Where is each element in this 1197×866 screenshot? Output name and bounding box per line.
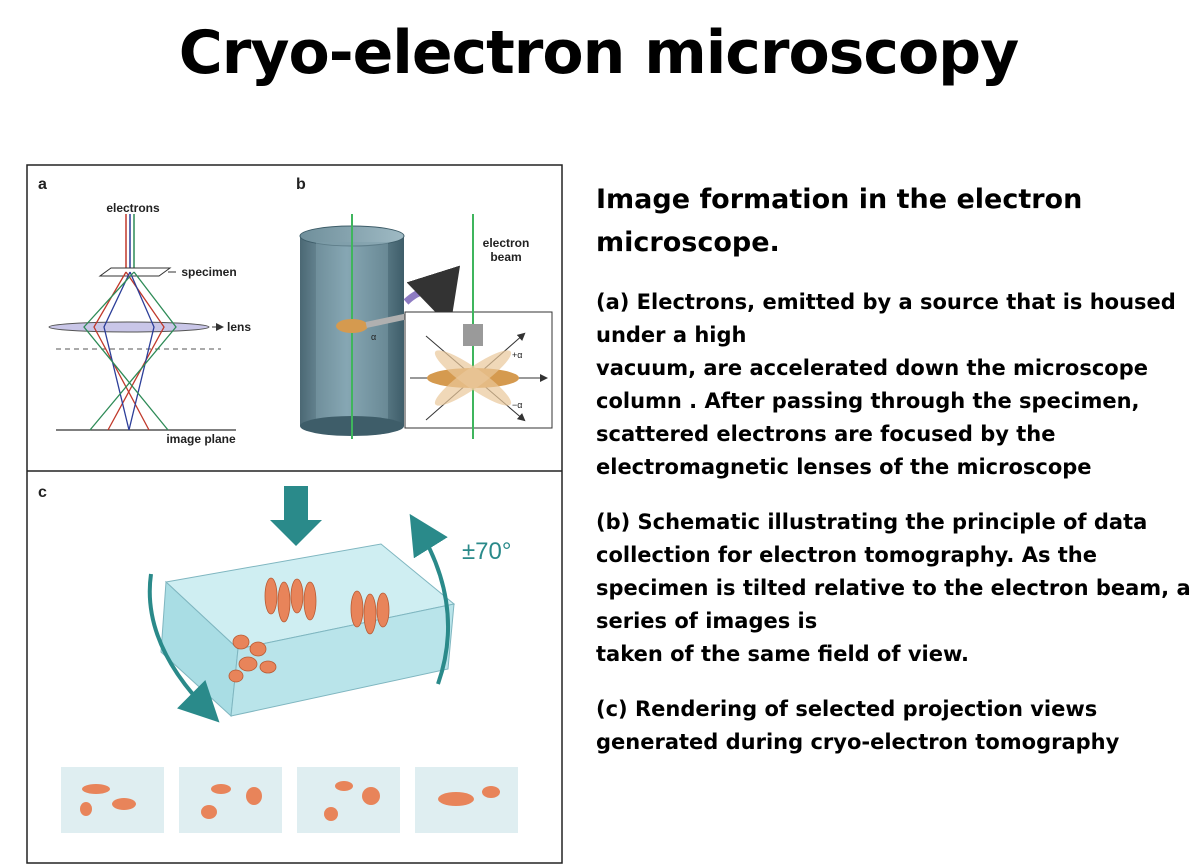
alpha-label: α <box>371 332 377 342</box>
para-b-line: specimen is tilted relative to the elect… <box>596 576 1191 600</box>
panel-b-diagram <box>299 214 553 439</box>
para-a-line: vacuum, are accelerated down the microsc… <box>596 356 1148 380</box>
page-title: Cryo-electron microscopy <box>178 18 1020 88</box>
para-b-line: (b) Schematic illustrating the principle… <box>596 510 1148 534</box>
image-plane-label: image plane <box>166 432 236 446</box>
para-c-line: generated during cryo-electron tomograph… <box>596 730 1120 754</box>
electrons-label: electrons <box>106 201 160 215</box>
heading-line-1: Image formation in the electron <box>596 184 1083 215</box>
para-b-line: collection for electron tomography. As t… <box>596 543 1097 567</box>
para-a-line: electromagnetic lenses of the microscope <box>596 455 1092 479</box>
para-a-line: scattered electrons are focused by the <box>596 422 1056 446</box>
para-c-line: (c) Rendering of selected projection vie… <box>596 697 1098 721</box>
plus-alpha-label: +α <box>512 350 523 360</box>
lens-label: lens <box>226 320 251 334</box>
para-a-line: under a high <box>596 323 747 347</box>
tilt-range-label: ±70° <box>462 538 512 565</box>
panel-b-label: b <box>296 176 306 193</box>
para-b-line: taken of the same field of view. <box>596 642 970 666</box>
figure-frame <box>26 164 563 864</box>
specimen-plane <box>98 267 172 277</box>
description-heading: Image formation in the electron microsco… <box>596 178 1176 264</box>
panel-a-label: a <box>38 176 47 193</box>
minus-alpha-label: −α <box>512 400 523 410</box>
panel-a-diagram <box>48 214 236 431</box>
para-a-line: (a) Electrons, emitted by a source that … <box>596 290 1176 314</box>
specimen-label: specimen <box>181 265 237 279</box>
paragraph-c: (c) Rendering of selected projection vie… <box>596 693 1176 759</box>
para-b-line: series of images is <box>596 609 818 633</box>
lens-ellipse <box>48 321 210 333</box>
electron-beam-line1: electron <box>482 236 530 250</box>
projection-views <box>61 767 518 833</box>
electron-beam-line2: beam <box>490 250 522 264</box>
para-a-line: column . After passing through the speci… <box>596 389 1140 413</box>
electron-beam-label: electron beam <box>474 236 538 264</box>
description: Image formation in the electron microsco… <box>596 178 1191 759</box>
heading-line-2: microscope. <box>596 227 780 258</box>
paragraph-b: (b) Schematic illustrating the principle… <box>596 506 1191 671</box>
beam-arrow <box>270 486 322 546</box>
figure: a electrons specimen lens image plane b … <box>26 164 563 864</box>
panel-c-label: c <box>38 484 47 501</box>
paragraph-a: (a) Electrons, emitted by a source that … <box>596 286 1176 484</box>
panel-c-diagram <box>61 486 518 833</box>
figure-graphics <box>26 164 563 864</box>
